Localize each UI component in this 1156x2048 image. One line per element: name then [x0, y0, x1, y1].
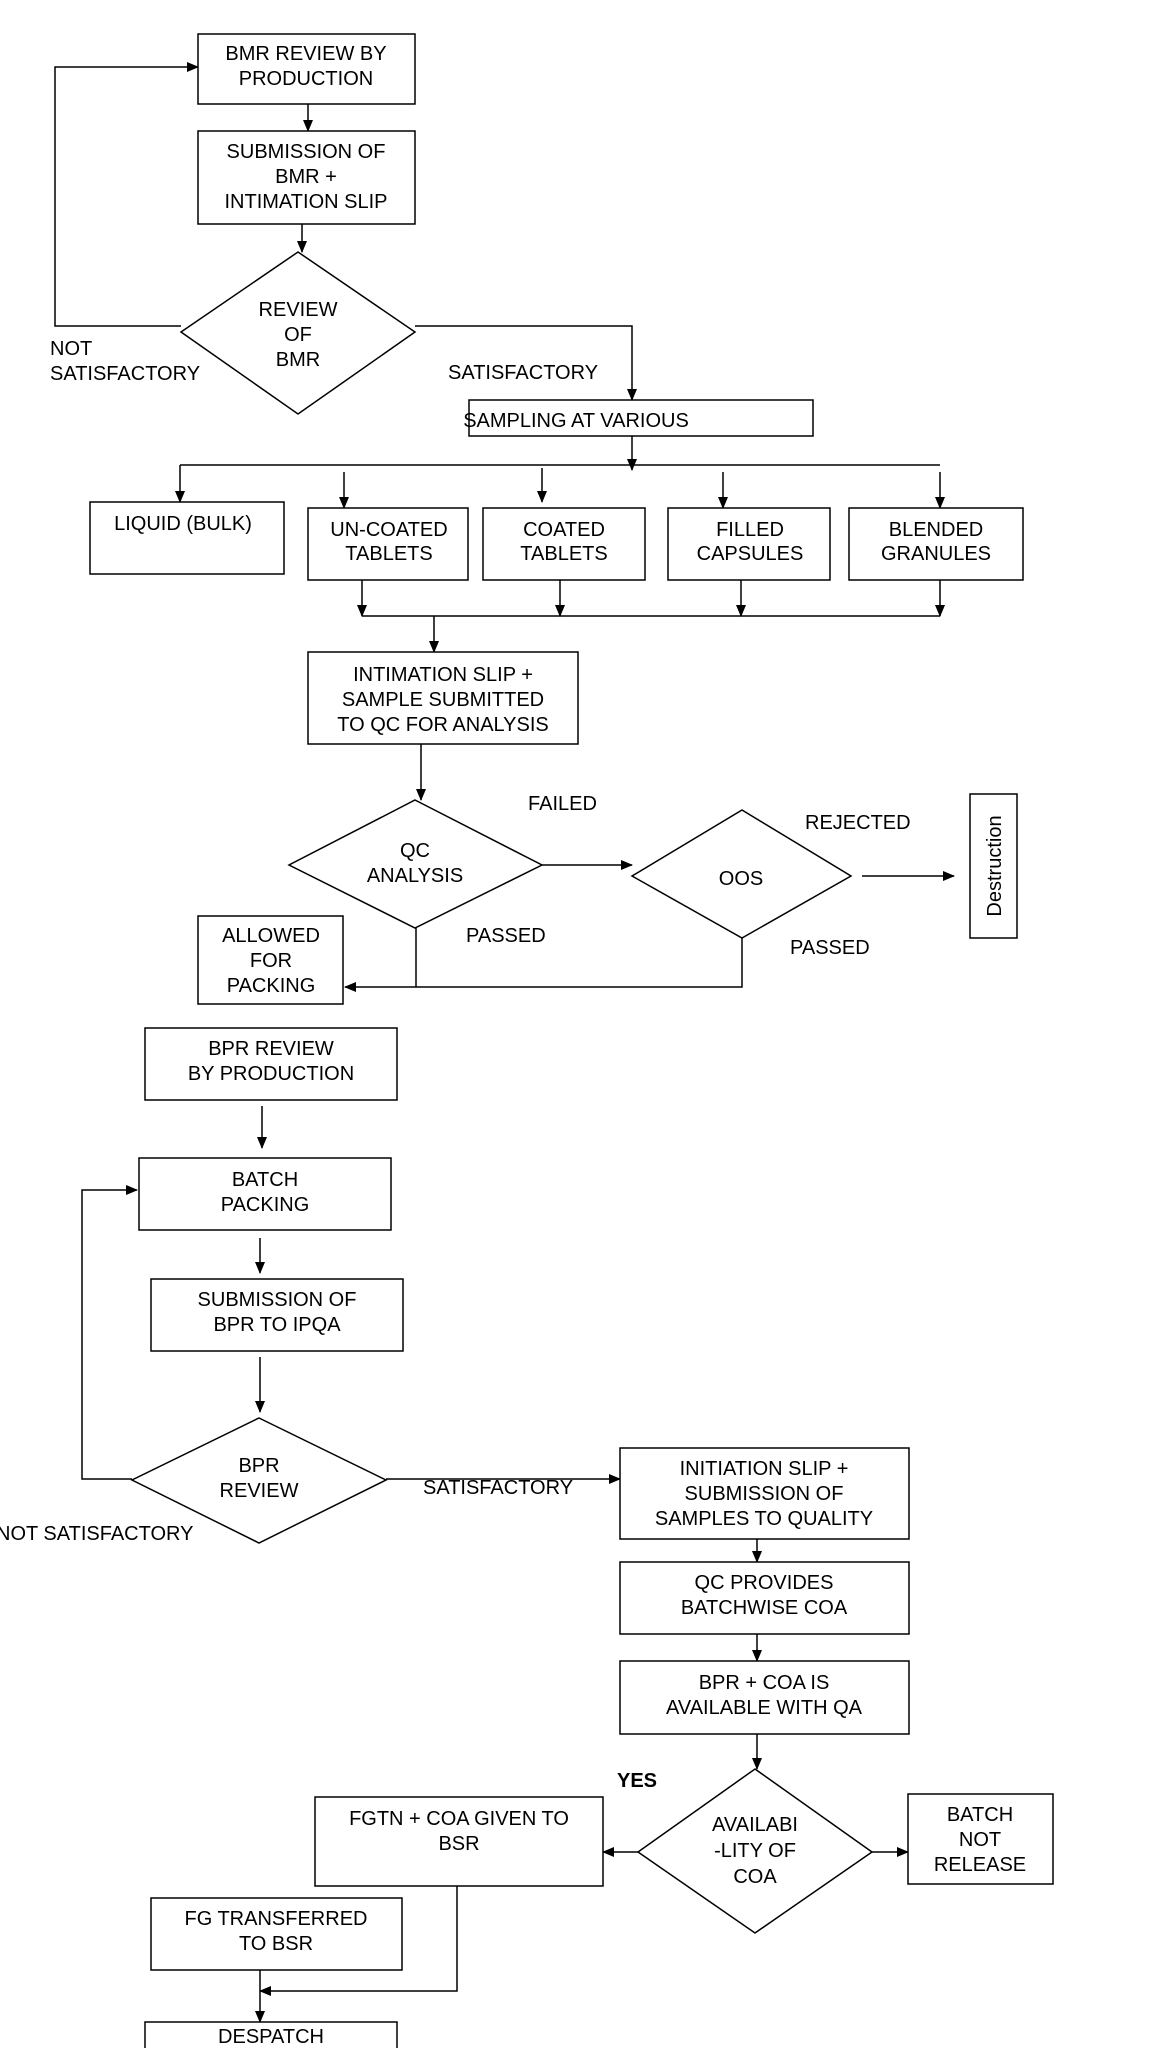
- intimation-box: [307, 651, 579, 745]
- shapes: [89, 33, 1054, 2048]
- oos-passed-label: PASSED: [790, 937, 870, 959]
- bpr-review-production-box: [144, 1027, 398, 1101]
- bmr-review-box: [197, 33, 416, 105]
- edge-fgtn-to-despatch: [259, 1884, 458, 1996]
- submission-bmr-box: [197, 130, 416, 225]
- granules-box: [848, 507, 1024, 581]
- availability-coa-diamond: [636, 1768, 874, 1934]
- review-bmr-diamond: [179, 251, 417, 415]
- edge-bpr-not-satisfactory-loop: [81, 1185, 138, 1480]
- oos-label: OOS: [719, 868, 763, 890]
- liquid-bulk-label: LIQUID (BULK): [114, 513, 252, 535]
- coated-box: [482, 507, 646, 581]
- qc-analysis-diamond: [287, 799, 544, 929]
- batch-not-release-box: [907, 1793, 1054, 1885]
- oos-diamond: [630, 809, 853, 939]
- bpr-review-diamond: [130, 1417, 388, 1544]
- destruction-label: Destruction: [984, 815, 1006, 916]
- failed-label: FAILED: [528, 793, 597, 815]
- liquid-bulk-box: [89, 501, 285, 575]
- qc-passed-label: PASSED: [466, 925, 546, 947]
- capsules-box: [667, 507, 831, 581]
- yes-label: YES: [617, 1770, 657, 1792]
- sampling-box: [468, 399, 814, 437]
- rejected-label: REJECTED: [805, 812, 911, 834]
- fgtn-coa-box: [314, 1796, 604, 1887]
- submission-bpr-box: [150, 1278, 404, 1352]
- satisfactory-label: SATISFACTORY: [448, 362, 598, 384]
- qc-coa-box: [619, 1561, 910, 1635]
- bpr-coa-box: [619, 1660, 910, 1735]
- despatch-box: [144, 2021, 398, 2048]
- edge-satisfactory-to-sampling: [415, 325, 637, 401]
- edge-not-satisfactory-loop: [54, 62, 199, 327]
- edge-oos-passed-to-packing: [344, 938, 743, 992]
- destruction-box: [969, 793, 1018, 939]
- connectors: [54, 62, 955, 2023]
- bpr-not-satisfactory-label: NOT SATISFACTORY: [0, 1523, 193, 1545]
- fg-transferred-box: [150, 1897, 403, 1971]
- batch-packing-box: [138, 1157, 392, 1231]
- sampling-label: SAMPLING AT VARIOUS: [463, 410, 689, 432]
- initiation-slip-box: [619, 1447, 910, 1540]
- uncoated-box: [307, 507, 469, 581]
- allowed-packing-box: [197, 915, 344, 1005]
- bpr-satisfactory-label: SATISFACTORY: [423, 1477, 573, 1499]
- despatch-label: DESPATCH: [218, 2026, 324, 2048]
